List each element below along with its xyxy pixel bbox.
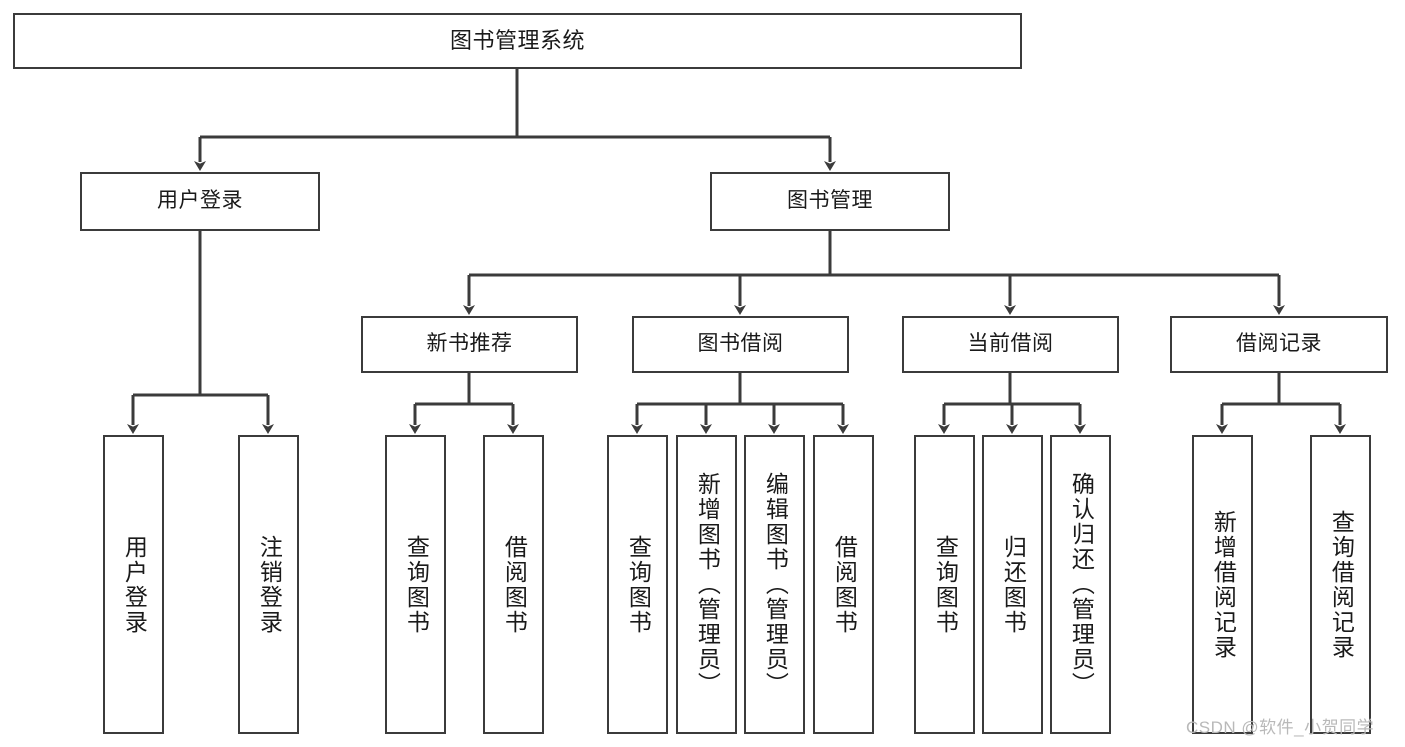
node-label: 确认归还（管理员） — [1068, 472, 1095, 697]
watermark: CSDN @软件_小贺同学 — [1186, 718, 1375, 737]
node-leaf-user-login[interactable]: 用户登录 — [103, 435, 164, 734]
node-label: 图书借阅 — [697, 332, 784, 356]
node-leaf-add-book-admin[interactable]: 新增图书（管理员） — [676, 435, 737, 734]
node-current-borrow[interactable]: 当前借阅 — [902, 316, 1119, 373]
node-label: 用户登录 — [121, 534, 148, 635]
node-book-management[interactable]: 图书管理 — [710, 172, 950, 231]
node-label: 借阅图书 — [831, 534, 858, 635]
node-leaf-query-book-current[interactable]: 查询图书 — [914, 435, 975, 734]
node-label: 新书推荐 — [426, 332, 513, 356]
node-label: 图书管理 — [787, 189, 873, 213]
node-root-system[interactable]: 图书管理系统 — [13, 13, 1022, 69]
node-label: 查询图书 — [403, 534, 430, 635]
node-leaf-edit-book-admin[interactable]: 编辑图书（管理员） — [744, 435, 805, 734]
node-leaf-logout[interactable]: 注销登录 — [238, 435, 299, 734]
node-book-borrow[interactable]: 图书借阅 — [632, 316, 849, 373]
node-new-book-recommend[interactable]: 新书推荐 — [361, 316, 578, 373]
node-user-login[interactable]: 用户登录 — [80, 172, 320, 231]
node-leaf-borrow-book-recommend[interactable]: 借阅图书 — [483, 435, 544, 734]
node-leaf-confirm-return-admin[interactable]: 确认归还（管理员） — [1050, 435, 1111, 734]
node-leaf-borrow-book[interactable]: 借阅图书 — [813, 435, 874, 734]
node-label: 新增图书（管理员） — [694, 472, 721, 697]
node-label: 查询图书 — [625, 534, 652, 635]
node-leaf-query-book-recommend[interactable]: 查询图书 — [385, 435, 446, 734]
node-borrow-record[interactable]: 借阅记录 — [1170, 316, 1388, 373]
node-label: 注销登录 — [256, 534, 283, 635]
node-label: 用户登录 — [157, 189, 243, 213]
node-label: 新增借阅记录 — [1210, 509, 1237, 660]
node-label: 查询借阅记录 — [1328, 509, 1355, 660]
node-leaf-return-book[interactable]: 归还图书 — [982, 435, 1043, 734]
node-label: 借阅记录 — [1236, 332, 1322, 356]
node-label: 编辑图书（管理员） — [762, 472, 789, 697]
node-leaf-query-borrow-record[interactable]: 查询借阅记录 — [1310, 435, 1371, 734]
node-label: 归还图书 — [1000, 534, 1027, 635]
node-leaf-add-borrow-record[interactable]: 新增借阅记录 — [1192, 435, 1253, 734]
node-leaf-query-book[interactable]: 查询图书 — [607, 435, 668, 734]
node-label: 查询图书 — [932, 534, 959, 635]
node-label: 当前借阅 — [967, 332, 1054, 356]
node-label: 图书管理系统 — [449, 28, 585, 54]
node-label: 借阅图书 — [501, 534, 528, 635]
